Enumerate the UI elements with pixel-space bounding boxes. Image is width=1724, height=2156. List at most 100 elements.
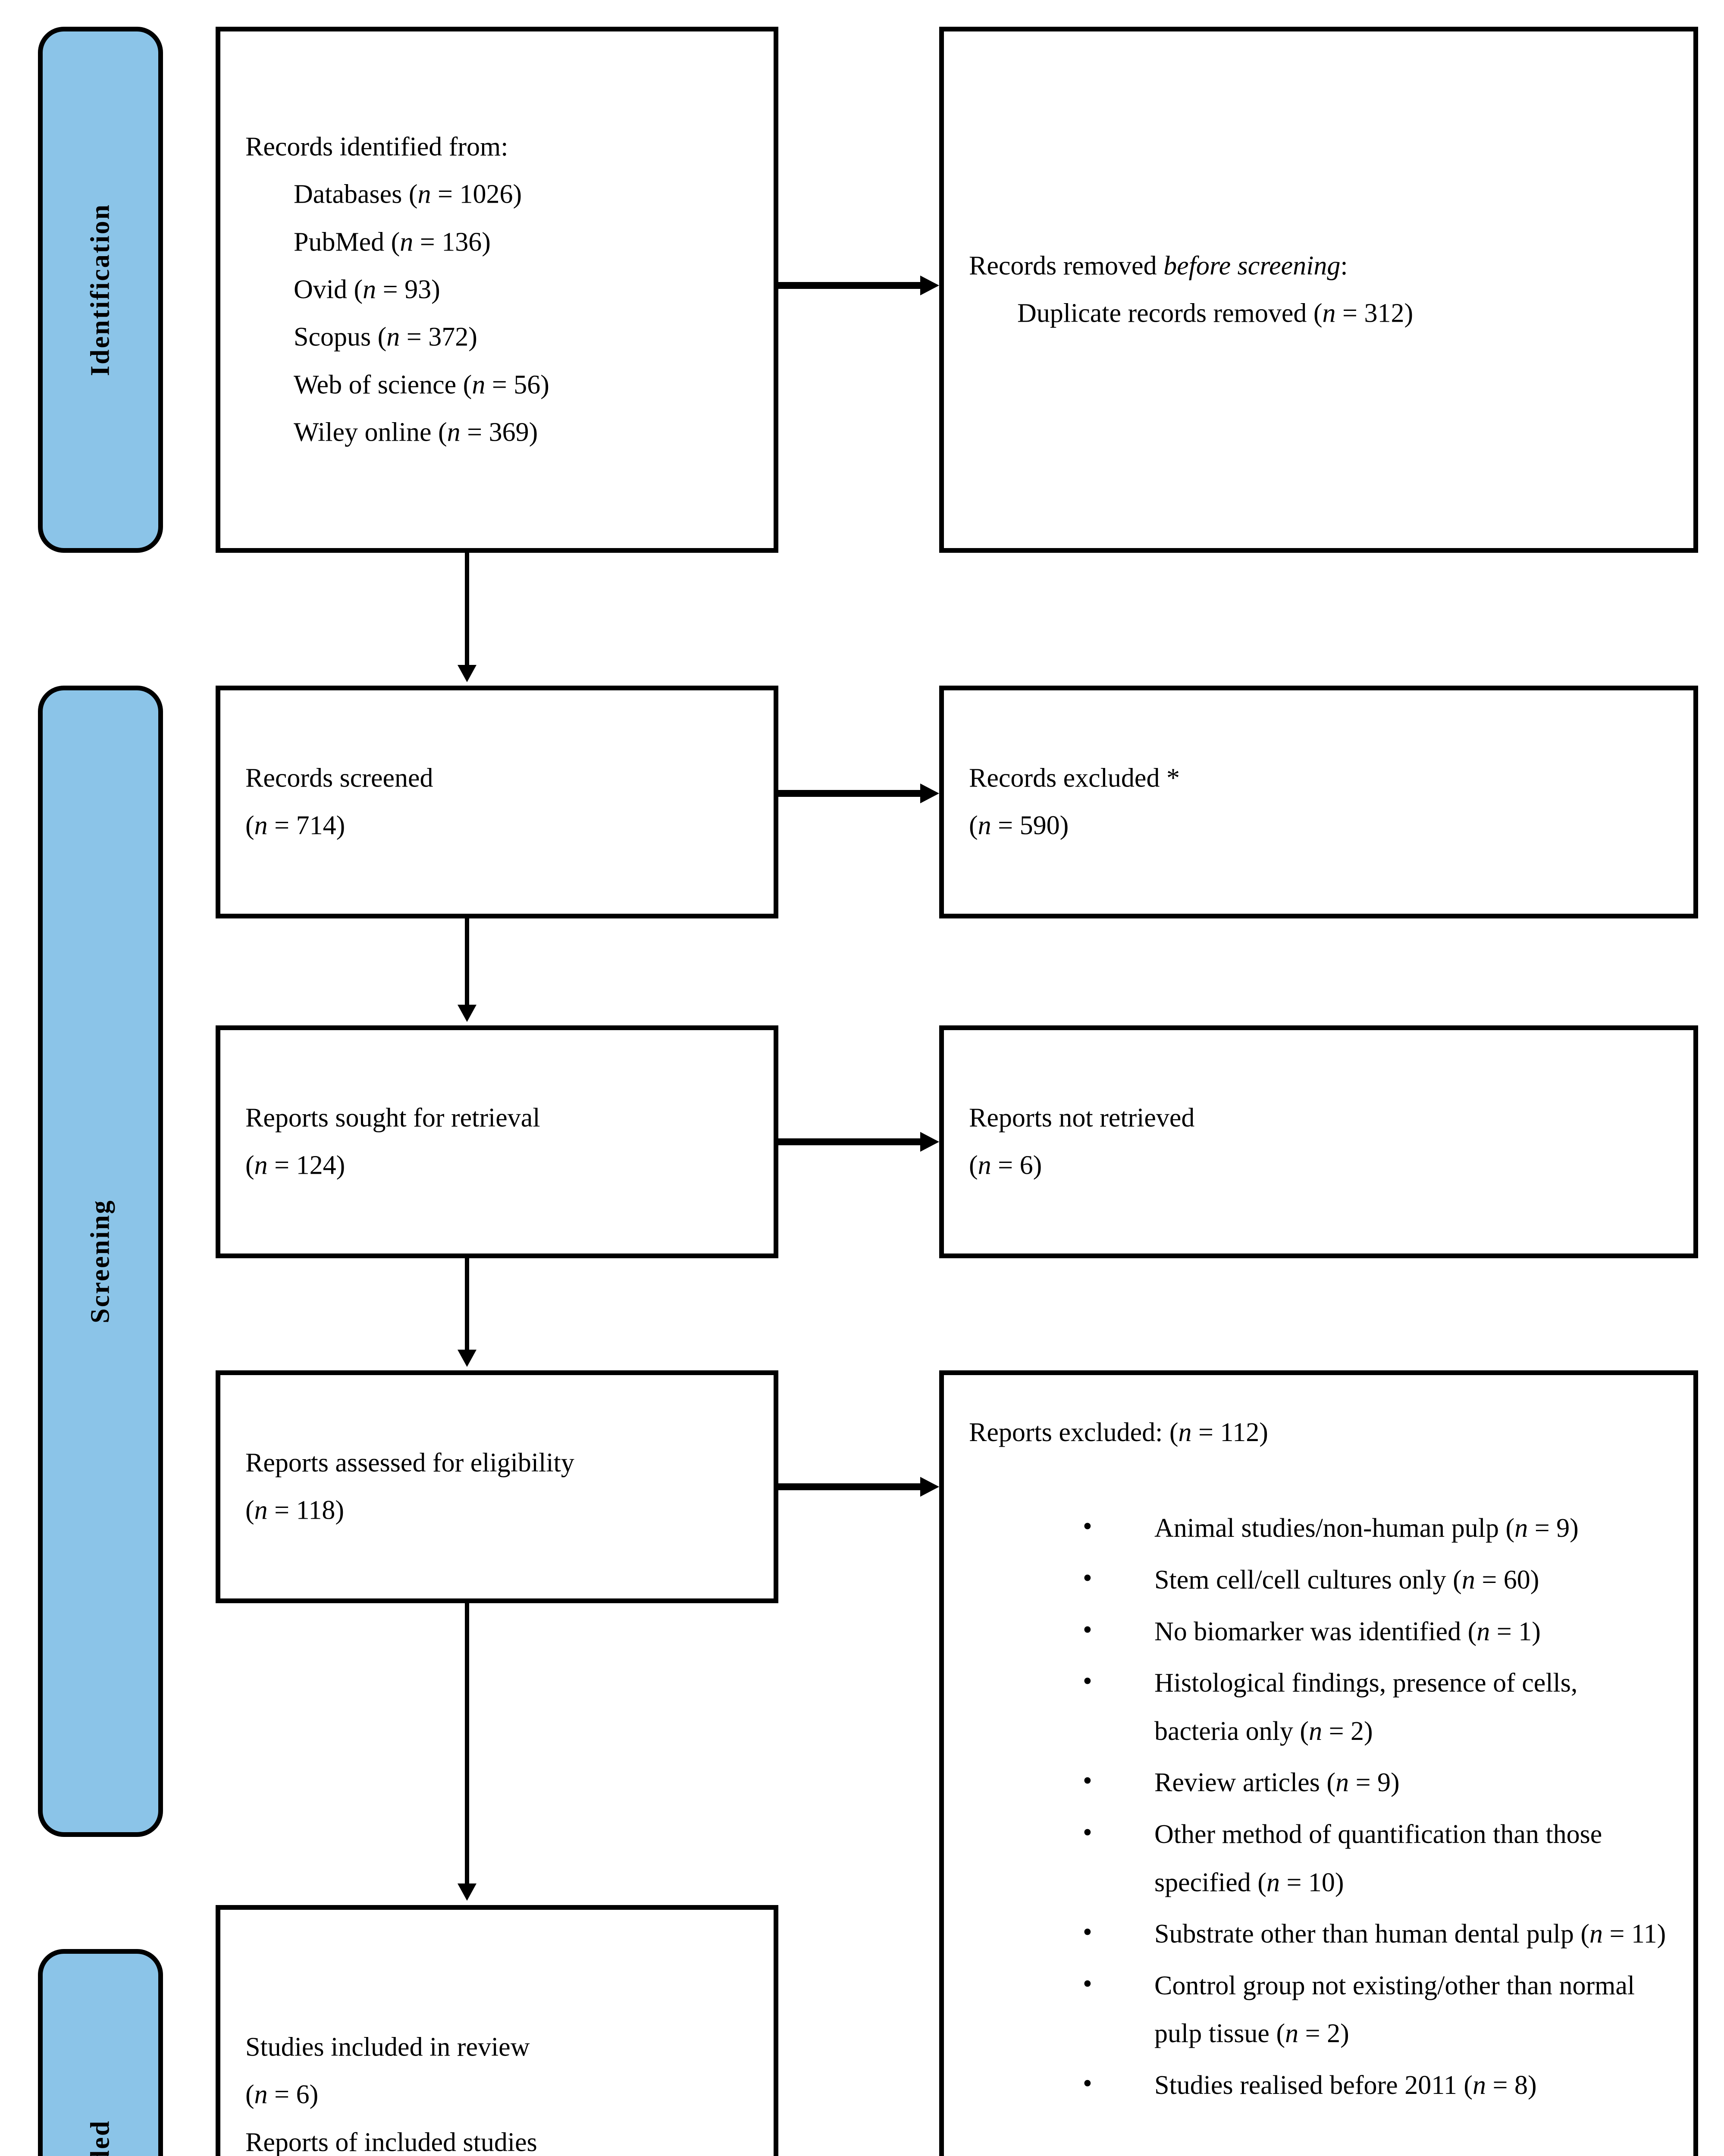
reports-sought-count: 124 (296, 1151, 336, 1180)
records-identified-content: Records identified from: Databases (n = … (220, 123, 774, 457)
paren-close: ) (1033, 1151, 1042, 1180)
n-symbol: n (1285, 2019, 1299, 2049)
paren-open: ( (245, 2080, 254, 2109)
n-symbol: n (417, 180, 431, 210)
paren-open: ( (1580, 1919, 1589, 1949)
source-count-databases: 1026 (459, 180, 513, 210)
exclusion-reason-count: 8 (1514, 2070, 1528, 2100)
box-records-identified: Records identified from: Databases (n = … (216, 27, 778, 553)
stage-label-included: Included (85, 2120, 116, 2156)
equals: = (267, 1151, 296, 1180)
reports-sought-title: Reports sought for retrieval (245, 1103, 540, 1133)
records-screened-count: 714 (296, 811, 336, 840)
records-identified-heading: Records identified from: (245, 132, 508, 162)
n-symbol: n (1589, 1919, 1603, 1949)
box-reports-not-retrieved: Reports not retrieved (n = 6) (939, 1025, 1698, 1258)
paren-close: ) (1528, 2070, 1537, 2100)
stage-pill-screening: Screening (38, 686, 163, 1837)
source-name-pubmed: PubMed (294, 227, 385, 257)
paren-close: ) (1340, 2019, 1349, 2049)
paren-close: ) (1364, 1716, 1373, 1746)
duplicate-records-removed-line: Duplicate records removed (n = 312) (969, 290, 1668, 337)
list-item: Review articles (n = 9) (1078, 1757, 1668, 1807)
equals: = (431, 180, 460, 210)
n-symbol: n (254, 1496, 268, 1525)
arrow-shaft (778, 1483, 922, 1490)
equals: = (460, 417, 489, 447)
paren-close: ) (513, 180, 522, 210)
studies-included-count: 6 (296, 2080, 310, 2109)
source-line-ovid: Ovid (n = 93) (245, 266, 749, 313)
arrow-head (920, 1477, 939, 1497)
n-symbol: n (1309, 1716, 1323, 1746)
exclusion-reason-count: 1 (1518, 1617, 1532, 1646)
list-item: Histological findings, presence of cells… (1078, 1658, 1668, 1755)
source-line-pubmed: PubMed (n = 136) (245, 218, 749, 266)
records-removed-heading: Records removed before screening: (969, 242, 1668, 290)
exclusion-reason-text: Review articles (1154, 1768, 1327, 1798)
source-line-databases: Databases (n = 1026) (245, 171, 749, 218)
n-symbol: n (1178, 1418, 1192, 1447)
paren-open: ( (969, 1151, 978, 1180)
records-screened-count-line: (n = 714) (245, 802, 749, 849)
n-symbol: n (1335, 1768, 1349, 1798)
source-line-wiley-online: Wiley online (n = 369) (245, 409, 749, 456)
equals: = (485, 370, 514, 400)
arrow-assessed-to-excluded (778, 1477, 939, 1497)
source-count-wiley-online: 369 (489, 417, 529, 447)
reports-sought-count-line: (n = 124) (245, 1142, 749, 1189)
paren-open: ( (245, 1151, 254, 1180)
box-studies-included-in-review: Studies included in review (n = 6) Repor… (216, 1905, 778, 2156)
paren-close: ) (1059, 811, 1069, 840)
paren-close: ) (540, 370, 549, 400)
records-screened-content: Records screened (n = 714) (220, 755, 774, 850)
stage-label-identification: Identification (85, 203, 115, 376)
paren-open: ( (1453, 1565, 1462, 1595)
box-reports-sought-for-retrieval: Reports sought for retrieval (n = 124) (216, 1025, 778, 1258)
arrow-shaft (778, 1138, 922, 1145)
equals: = (1486, 2070, 1515, 2100)
arrow-head (920, 276, 939, 295)
arrow-shaft (778, 790, 922, 797)
studies-included-count-line: (n = 6) (245, 2071, 749, 2118)
n-symbol: n (1476, 1617, 1490, 1646)
source-count-web-of-science: 56 (514, 370, 541, 400)
records-excluded-content: Records excluded * (n = 590) (944, 755, 1693, 850)
n-symbol: n (254, 2080, 268, 2109)
reports-assessed-title: Reports assessed for eligibility (245, 1448, 574, 1478)
paren-close: ) (1259, 1418, 1268, 1447)
n-symbol: n (400, 227, 414, 257)
paren-close: ) (1391, 1768, 1400, 1798)
paren-close: ) (309, 2080, 319, 2109)
reports-not-retrieved-count-line: (n = 6) (969, 1142, 1668, 1189)
arrow-screened-to-sought (458, 918, 476, 1022)
equals: = (991, 811, 1020, 840)
paren-close: ) (529, 417, 538, 447)
records-excluded-count: 590 (1019, 811, 1060, 840)
arrow-head (458, 665, 476, 682)
list-item: Substrate other than human dental pulp (… (1078, 1908, 1668, 1959)
paren-close: ) (336, 1151, 345, 1180)
paren-open: ( (245, 811, 254, 840)
box-records-removed-before-screening: Records removed before screening: Duplic… (939, 27, 1698, 553)
exclusion-reason-count: 9 (1377, 1768, 1391, 1798)
paren-open: ( (1464, 2070, 1473, 2100)
paren-open: ( (463, 370, 472, 400)
arrow-head (458, 1350, 476, 1367)
reports-not-retrieved-count: 6 (1019, 1151, 1033, 1180)
arrow-head (458, 1005, 476, 1022)
exclusion-reason-text: Studies realised before 2011 (1154, 2070, 1464, 2100)
list-item: Other method of quantification than thos… (1078, 1809, 1668, 1907)
paren-close: ) (335, 1496, 344, 1525)
arrow-identified-to-screened (458, 553, 476, 682)
paren-close: ) (336, 811, 345, 840)
paren-open: ( (408, 180, 418, 210)
exclusion-reason-text: Histological findings, presence of cells… (1154, 1668, 1578, 1746)
n-symbol: n (447, 417, 461, 447)
records-removed-heading-italic: before screening (1163, 251, 1341, 281)
equals: = (1191, 1418, 1220, 1447)
paren-open: ( (1505, 1514, 1515, 1543)
paren-close: ) (1530, 1565, 1539, 1595)
equals: = (267, 811, 296, 840)
arrow-head (920, 1132, 939, 1152)
